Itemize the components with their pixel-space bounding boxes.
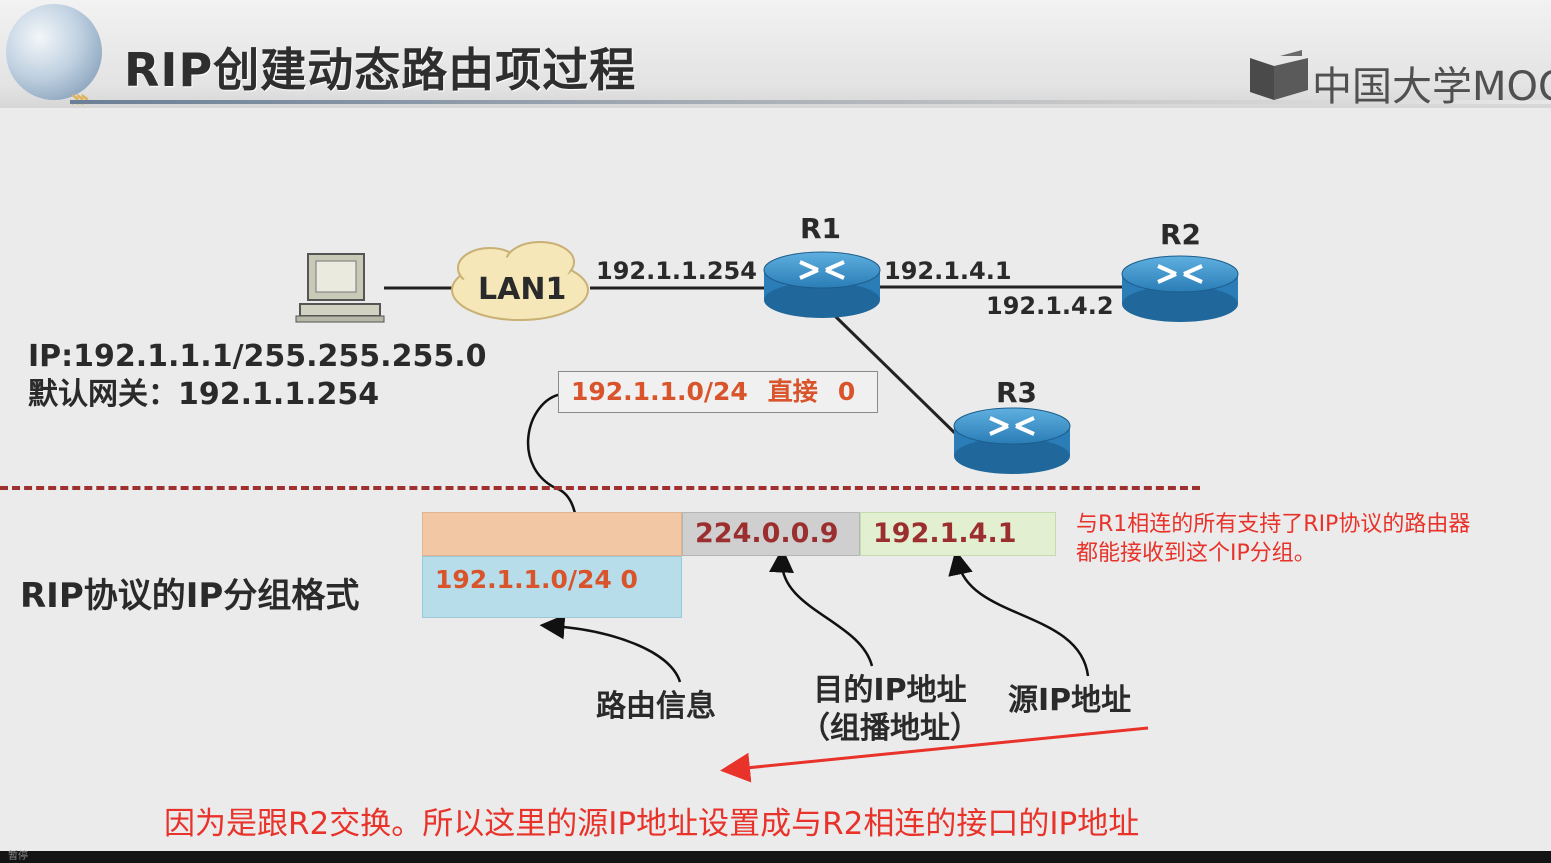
route-network: 192.1.1.0/24 bbox=[571, 377, 748, 406]
host-computer-icon bbox=[295, 253, 385, 323]
r1-route-entry: 192.1.1.0/24 直接 0 bbox=[558, 371, 878, 413]
packet-header-field bbox=[422, 512, 682, 556]
dest-ip-caption: 目的IP地址 （组播地址） bbox=[800, 672, 980, 748]
packet-dest-ip-field: 224.0.0.9 bbox=[682, 512, 860, 556]
header-divider bbox=[70, 100, 1551, 104]
router-r1-icon bbox=[763, 251, 881, 318]
section-divider bbox=[0, 486, 1200, 490]
router-r1-label: R1 bbox=[800, 212, 842, 245]
pause-label[interactable]: 暂停 bbox=[8, 851, 28, 862]
packet-routing-info-field: 192.1.1.0/24 0 bbox=[422, 556, 682, 618]
host-ip-config: IP:192.1.1.1/255.255.255.0 默认网关：192.1.1.… bbox=[28, 338, 486, 414]
r1-lan-interface-ip: 192.1.1.254 bbox=[596, 257, 757, 285]
mooc-logo-icon bbox=[1250, 50, 1308, 100]
routing-info-caption: 路由信息 bbox=[596, 689, 716, 724]
route-type: 直接 bbox=[767, 377, 818, 406]
host-default-gateway: 默认网关：192.1.1.254 bbox=[28, 377, 380, 412]
packet-format-label: RIP协议的IP分组格式 bbox=[20, 576, 360, 616]
src-ip-arrow bbox=[948, 549, 1090, 677]
dest-ip-arrow bbox=[769, 547, 874, 667]
r1-r3-link bbox=[833, 314, 964, 442]
slide-title: RIP创建动态路由项过程 bbox=[124, 43, 637, 97]
explanation-note: 因为是跟R2交换。所以这里的源IP地址设置成与R2相连的接口的IP地址 bbox=[164, 806, 1140, 842]
router-r2-icon bbox=[1121, 255, 1239, 322]
packet-src-ip-field: 192.1.4.1 bbox=[860, 512, 1056, 556]
lan-label: LAN1 bbox=[478, 272, 567, 307]
globe-icon bbox=[6, 4, 102, 100]
annotation-red-arrow bbox=[720, 726, 1149, 783]
dest-ip-caption-line2: （组播地址） bbox=[800, 711, 980, 746]
host-ip-address: IP:192.1.1.1/255.255.255.0 bbox=[28, 339, 487, 374]
router-r2-label: R2 bbox=[1160, 218, 1202, 251]
src-ip-caption: 源IP地址 bbox=[1008, 683, 1132, 718]
router-r3-label: R3 bbox=[996, 376, 1038, 409]
routing-info-arrow bbox=[539, 614, 682, 683]
lan-cloud-icon bbox=[451, 241, 589, 321]
receiver-note: 与R1相连的所有支持了RIP协议的路由器 都能接收到这个IP分组。 bbox=[1076, 510, 1470, 568]
video-control-bar[interactable]: 暂停 bbox=[0, 851, 1551, 863]
r1-r2-interface-ip: 192.1.4.1 bbox=[884, 257, 1012, 285]
receiver-note-line1: 与R1相连的所有支持了RIP协议的路由器 bbox=[1076, 512, 1471, 537]
router-r3-icon bbox=[953, 407, 1071, 474]
dest-ip-caption-line1: 目的IP地址 bbox=[813, 673, 967, 708]
receiver-note-line2: 都能接收到这个IP分组。 bbox=[1076, 541, 1316, 566]
r2-r1-interface-ip: 192.1.4.2 bbox=[986, 292, 1114, 320]
mooc-brand-text: 中国大学MOOC bbox=[1312, 64, 1551, 110]
route-metric: 0 bbox=[837, 377, 856, 406]
